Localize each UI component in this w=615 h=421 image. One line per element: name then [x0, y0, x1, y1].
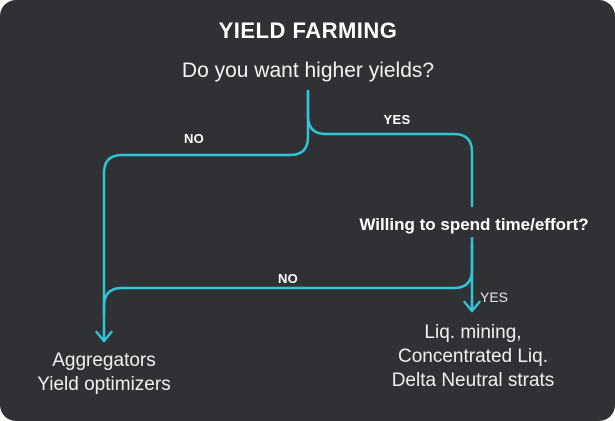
connector-q2-no: [102, 243, 474, 316]
outcome-aggregators-line-2: Yield optimizers: [37, 374, 171, 395]
outcome-aggregators: Aggregators Yield optimizers: [37, 349, 170, 397]
arrowhead-active-strats-icon: [463, 300, 481, 313]
question-higher-yields: Do you want higher yields?: [181, 59, 435, 82]
label-q2-yes: YES: [480, 289, 509, 305]
outcome-active-line-2: Concentrated Liq.: [398, 346, 548, 367]
arrowhead-aggregators-icon: [95, 330, 113, 343]
outcome-active-strats: Liq. mining, Concentrated Liq. Delta Neu…: [392, 321, 555, 393]
outcome-active-line-1: Liq. mining,: [424, 322, 522, 343]
connector-q1-no: [102, 89, 310, 342]
page-title: YIELD FARMING: [218, 18, 398, 43]
label-q1-yes: YES: [383, 112, 411, 127]
outcome-active-line-3: Delta Neutral strats: [391, 370, 555, 391]
question-time-effort: Willing to spend time/effort?: [355, 213, 593, 237]
label-q2-no: NO: [277, 271, 299, 286]
connector-q1-yes: [306, 89, 474, 208]
outcome-aggregators-line-1: Aggregators: [52, 350, 156, 371]
label-q1-no: NO: [183, 131, 205, 146]
